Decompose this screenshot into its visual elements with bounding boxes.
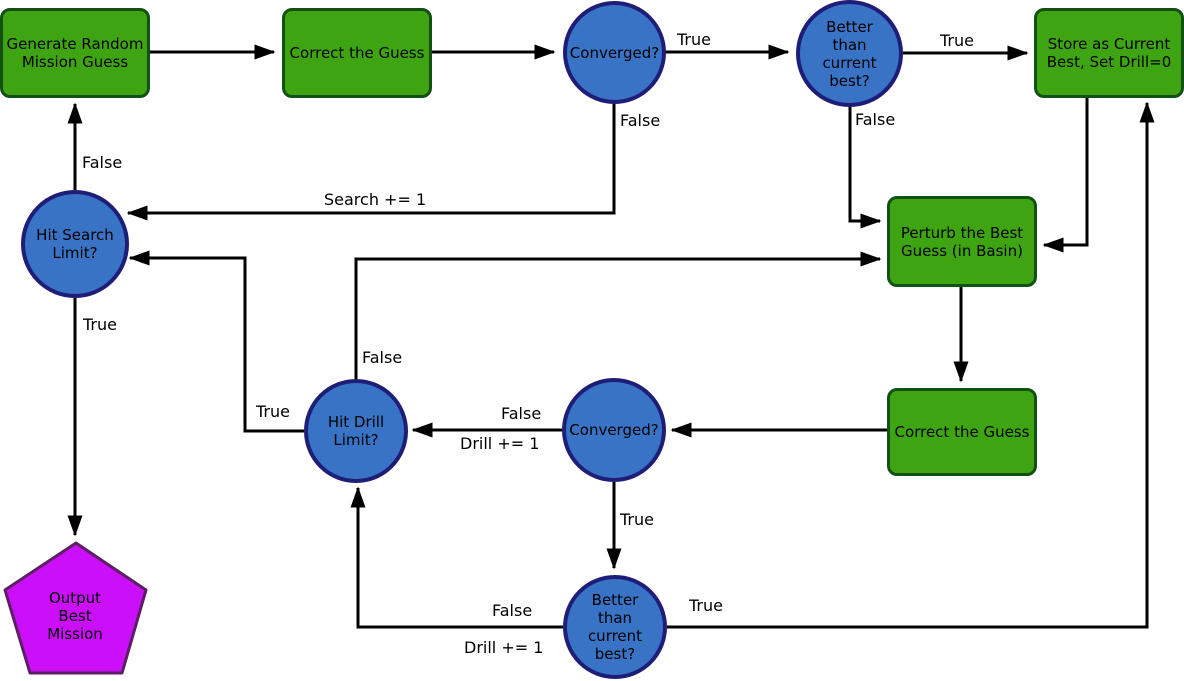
node-hit-search-limit: Hit Search Limit? (21, 190, 129, 298)
node-label: Hit Search Limit? (36, 226, 114, 262)
node-label: Better than current best? (587, 591, 643, 663)
edge-store-to-perturb (1042, 97, 1089, 253)
node-label: Converged? (569, 421, 659, 439)
edge-better2-true-to-store (667, 101, 1155, 629)
node-output-best-mission: Output Best Mission (1, 540, 149, 678)
edge-label-search-increment: Search += 1 (324, 190, 427, 209)
node-converged-2: Converged? (562, 378, 666, 482)
edge-label-drill-increment-1: Drill += 1 (460, 434, 540, 453)
node-label: Hit Drill Limit? (327, 413, 385, 449)
edge-converged1-false-to-hitsearch (126, 102, 616, 221)
edge-label-hitdrill-true: True (256, 402, 290, 421)
node-label: Generate Random Mission Guess (6, 35, 144, 71)
edge-hitdrill-false-to-perturb (354, 251, 882, 379)
edge-label-hitdrill-false: False (362, 348, 403, 367)
edge-label-converged2-true: True (620, 510, 654, 529)
edge-better1-false-to-perturb (848, 106, 882, 229)
node-store-as-current-best: Store as Current Best, Set Drill=0 (1034, 8, 1184, 98)
edge-label-converged1-false: False (620, 111, 661, 130)
node-label: Converged? (569, 43, 660, 62)
node-label: Store as Current Best, Set Drill=0 (1046, 35, 1172, 71)
edge-label-hitsearch-true: True (83, 315, 117, 334)
node-label: Perturb the Best Guess (in Basin) (900, 223, 1024, 260)
node-label: Correct the Guess (894, 423, 1030, 441)
edge-label-converged1-true: True (677, 30, 711, 49)
edge-label-drill-increment-2: Drill += 1 (464, 638, 544, 657)
node-label: Better than current best? (822, 17, 877, 90)
node-better-than-current-best-1: Better than current best? (796, 0, 903, 107)
node-label: Correct the Guess (289, 44, 425, 62)
node-correct-the-guess-2: Correct the Guess (887, 388, 1037, 476)
pentagon-icon (3, 541, 148, 675)
node-generate-random-mission-guess: Generate Random Mission Guess (0, 8, 150, 98)
edge-label-better2-true: True (689, 596, 723, 615)
edge-label-better1-false: False (855, 110, 896, 129)
node-label: Output Best Mission (47, 589, 103, 643)
edge-better2-false-to-hitdrill (350, 486, 563, 629)
node-hit-drill-limit: Hit Drill Limit? (304, 379, 408, 483)
node-correct-the-guess-1: Correct the Guess (282, 8, 432, 98)
edge-label-hitsearch-false: False (82, 153, 123, 172)
node-converged-1: Converged? (563, 1, 666, 104)
edge-label-better2-false: False (492, 601, 533, 620)
edge-label-better1-true: True (940, 31, 974, 50)
edge-hitdrill-true-to-hitsearch (128, 250, 304, 433)
node-better-than-current-best-2: Better than current best? (563, 575, 667, 679)
node-perturb-the-best-guess: Perturb the Best Guess (in Basin) (887, 196, 1037, 287)
edge-label-converged2-false: False (501, 404, 542, 423)
